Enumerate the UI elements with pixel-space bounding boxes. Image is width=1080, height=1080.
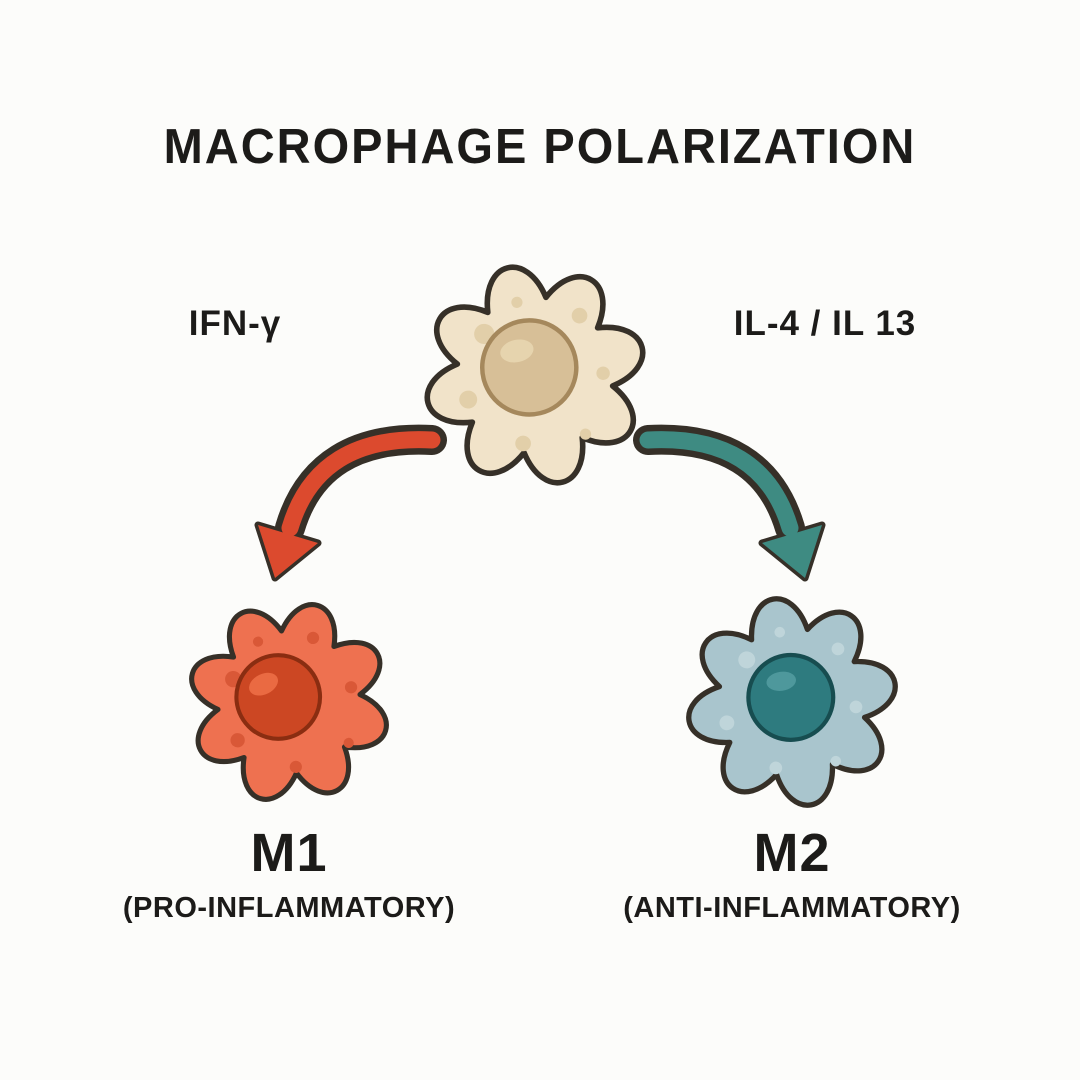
m2-nucleus-highlight — [766, 671, 796, 691]
m1-nucleus-highlight — [249, 672, 278, 696]
m1-label: M1 — [250, 823, 328, 883]
m2-macrophage-cell — [676, 586, 909, 819]
arrow-to-m2-icon — [633, 424, 826, 582]
m2-cell-nucleus — [746, 652, 836, 742]
m1-macrophage-cell — [185, 598, 393, 806]
naive-macrophage-cell — [418, 258, 652, 492]
m1-sublabel: (PRO-INFLAMMATORY) — [122, 892, 456, 924]
naive-cell-spots — [459, 296, 610, 452]
cytokine-label-il4-il13: IL-4 / IL 13 — [733, 304, 917, 343]
m2-sublabel: (ANTI-INFLAMMATORY) — [623, 892, 961, 924]
m2-label: M2 — [753, 823, 831, 883]
cytokine-label-ifn-gamma: IFN-γ — [188, 304, 282, 343]
m1-cell-spots — [225, 631, 358, 774]
page-title: MACROPHAGE POLARIZATION — [163, 117, 917, 174]
m2-cell-spots — [719, 626, 863, 775]
arrow-to-m1-icon — [254, 424, 447, 582]
naive-nucleus-highlight — [500, 339, 534, 363]
